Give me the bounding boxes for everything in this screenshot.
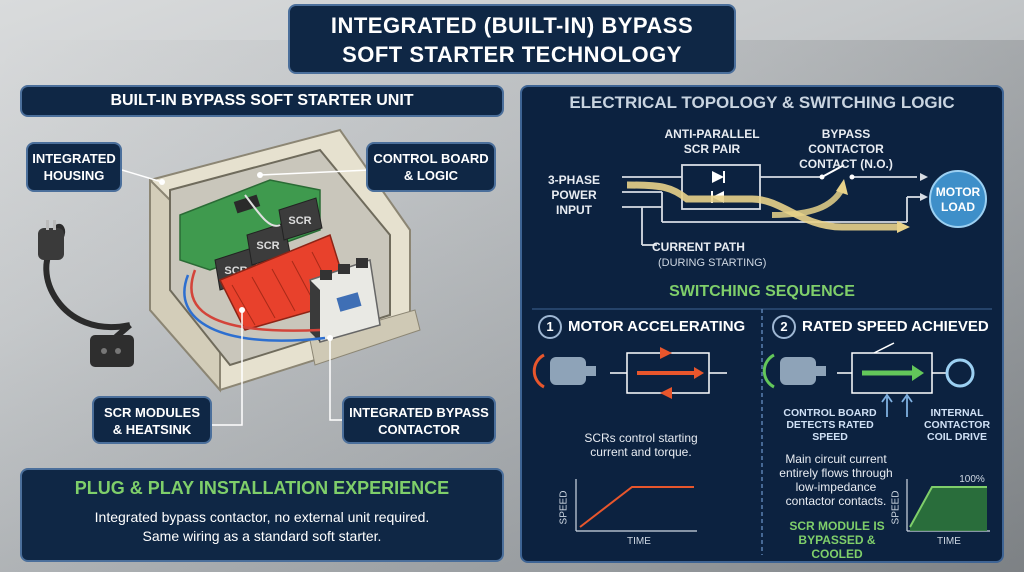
leader-dot bbox=[327, 335, 333, 341]
scr-pair-conducting bbox=[610, 347, 727, 399]
title-line-1: INTEGRATED (BUILT-IN) BYPASS bbox=[330, 13, 694, 38]
wire-blue bbox=[183, 274, 326, 342]
speed-chart-2 bbox=[906, 479, 990, 532]
power-input-label: 3-PHASE POWER INPUT bbox=[547, 173, 600, 217]
topology-diagram bbox=[532, 164, 992, 555]
chip-icon bbox=[233, 194, 261, 214]
plug-description: Integrated bypass contactor, no external… bbox=[22, 508, 502, 546]
switching-sequence-title: SWITCHING SEQUENCE bbox=[669, 283, 855, 300]
leader-dot bbox=[159, 179, 165, 185]
title-line-2: SOFT STARTER TECHNOLOGY bbox=[342, 42, 682, 67]
scr-label-3: SCR bbox=[288, 215, 311, 227]
step-1-title: MOTOR ACCELERATING bbox=[568, 318, 746, 335]
callout-bypass-contactor: INTEGRATED BYPASS CONTACTOR bbox=[342, 396, 496, 444]
current-path-arrow-2 bbox=[771, 187, 845, 218]
speed-curve-1 bbox=[579, 486, 694, 528]
ribbon-cable bbox=[244, 194, 281, 227]
hundred-percent-label: 100% bbox=[959, 474, 985, 485]
coil-drive-label: INTERNAL CONTACTOR COIL DRIVE bbox=[923, 407, 991, 443]
contactor-coil-icon bbox=[945, 358, 975, 388]
scr-module-3: SCR bbox=[278, 197, 323, 241]
leader-dot bbox=[239, 307, 245, 313]
bypass-contact-label: BYPASS CONTACTOR CONTACT (N.O.) bbox=[799, 127, 893, 171]
step-2-number: 2 bbox=[772, 315, 796, 339]
page-title: INTEGRATED (BUILT-IN) BYPASS SOFT STARTE… bbox=[288, 4, 736, 74]
callout-integrated-housing: INTEGRATED HOUSING bbox=[26, 142, 122, 192]
bypass-closed-circuit bbox=[837, 342, 947, 394]
topology-header: ELECTRICAL TOPOLOGY & SWITCHING LOGIC bbox=[569, 93, 955, 112]
step-1-ylabel: SPEED bbox=[558, 490, 570, 525]
scr-module-2: SCR bbox=[246, 222, 291, 266]
leader-housing bbox=[121, 169, 163, 183]
plug-and-play-box: PLUG & PLAY INSTALLATION EXPERIENCE Inte… bbox=[20, 468, 504, 562]
step-1-header: 1 MOTOR ACCELERATING bbox=[538, 315, 758, 339]
leader-scr bbox=[210, 310, 243, 426]
control-board bbox=[179, 179, 321, 271]
during-starting-label: (DURING STARTING) bbox=[658, 257, 767, 269]
plug-title: PLUG & PLAY INSTALLATION EXPERIENCE bbox=[74, 478, 450, 498]
left-section-header: BUILT-IN BYPASS SOFT STARTER UNIT bbox=[20, 85, 504, 117]
scr-label-2: SCR bbox=[256, 240, 279, 252]
step-1-description: SCRs control starting current and torque… bbox=[584, 431, 698, 459]
current-path-arrowhead bbox=[897, 221, 910, 233]
current-path-label: CURRENT PATH bbox=[652, 240, 745, 254]
scr-pair-label: ANTI-PARALLEL SCR PAIR bbox=[664, 127, 760, 156]
scr-symbol-top bbox=[712, 171, 725, 183]
motor-icon-1 bbox=[532, 353, 596, 389]
step-2-xlabel: TIME bbox=[937, 536, 961, 547]
current-path-arrow bbox=[626, 181, 897, 231]
bypass-contact-symbol bbox=[819, 164, 855, 180]
plug-line-2: Same wiring as a standard soft starter. bbox=[142, 528, 382, 544]
plug-icon bbox=[38, 220, 64, 260]
signal-arrows bbox=[881, 393, 913, 417]
step-2-title: RATED SPEED ACHIEVED bbox=[802, 318, 989, 335]
bypass-contactor bbox=[309, 258, 381, 343]
wire-red bbox=[190, 269, 321, 332]
motor-load-label: MOTOR LOAD bbox=[935, 185, 981, 214]
control-board-detects-label: CONTROL BOARD DETECTS RATED SPEED bbox=[783, 407, 877, 443]
topology-panel: ELECTRICAL TOPOLOGY & SWITCHING LOGIC bbox=[520, 85, 1004, 563]
scr-bypassed-note: SCR MODULE IS BYPASSED & COOLED bbox=[789, 519, 885, 561]
speed-chart-1 bbox=[575, 479, 697, 532]
step-2-description: Main circuit current entirely flows thro… bbox=[779, 452, 893, 508]
soft-starter-illustration: SCR SCR SCR bbox=[38, 128, 421, 426]
speed-curve-2 bbox=[909, 486, 987, 528]
step-2-ylabel: SPEED bbox=[890, 490, 902, 525]
step-1-number: 1 bbox=[538, 315, 562, 339]
current-path-arrowhead-2 bbox=[836, 179, 848, 195]
plug-line-1: Integrated bypass contactor, no external… bbox=[94, 509, 430, 525]
callout-scr-modules: SCR MODULES & HEATSINK bbox=[92, 396, 212, 444]
motor-icon-2 bbox=[762, 353, 826, 389]
iec-connector-icon bbox=[90, 335, 134, 367]
motor-load-icon bbox=[929, 170, 987, 228]
step-2-header: 2 RATED SPEED ACHIEVED bbox=[772, 315, 1002, 339]
step-1-xlabel: TIME bbox=[627, 536, 651, 547]
leader-control bbox=[259, 169, 371, 176]
leader-dot bbox=[257, 172, 263, 178]
callout-control-board: CONTROL BOARD & LOGIC bbox=[366, 142, 496, 192]
